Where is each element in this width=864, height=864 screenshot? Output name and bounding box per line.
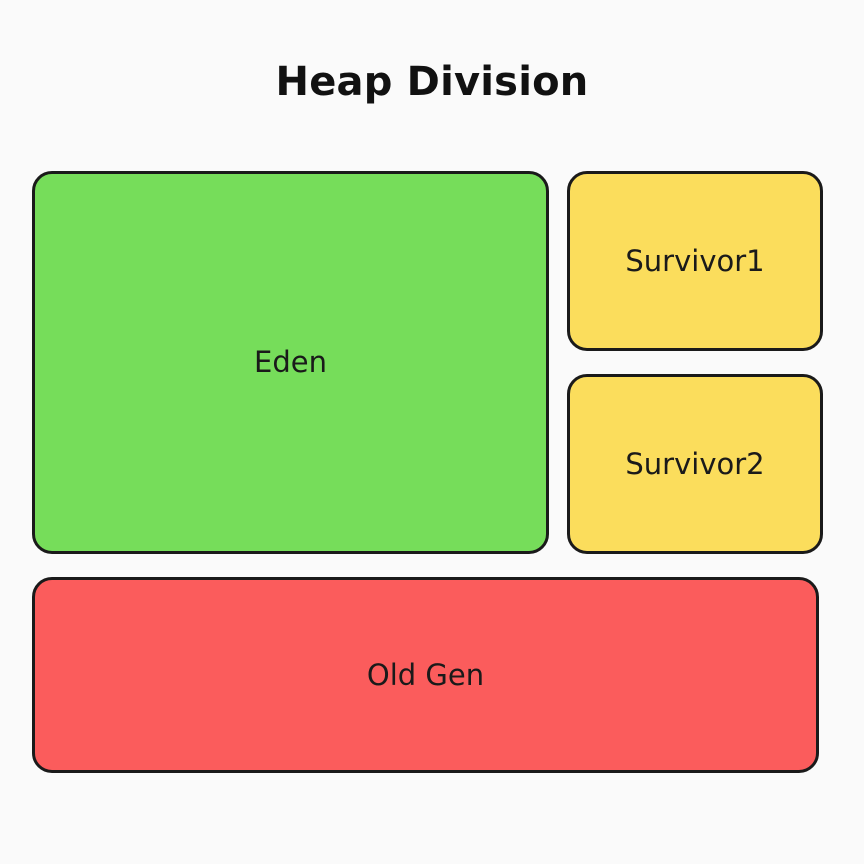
heap-region-eden-label: Eden bbox=[254, 345, 327, 379]
heap-region-survivor1[interactable]: Survivor1 bbox=[567, 171, 823, 351]
heap-region-old-gen-label: Old Gen bbox=[366, 657, 485, 692]
heap-region-old-gen[interactable]: Old Gen bbox=[32, 577, 819, 773]
heap-region-survivor2[interactable]: Survivor2 bbox=[567, 374, 823, 554]
heap-region-eden[interactable]: Eden bbox=[32, 171, 549, 554]
page-title: Heap Division bbox=[275, 59, 589, 105]
heap-region-survivor2-label: Survivor2 bbox=[625, 446, 765, 481]
heap-region-survivor1-label: Survivor1 bbox=[625, 243, 765, 278]
